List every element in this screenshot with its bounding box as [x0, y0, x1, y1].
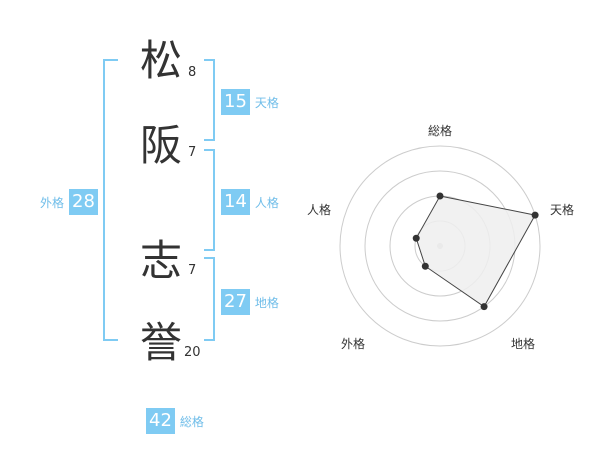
gaikaku-badge: 外格 28	[40, 189, 98, 215]
chikaku-bracket	[204, 257, 215, 341]
gaikaku-value: 28	[69, 189, 98, 215]
soukaku-label: 総格	[179, 414, 204, 429]
soukaku-value: 42	[146, 408, 175, 434]
radar-label-chikaku: 地格	[511, 337, 536, 351]
gaikaku-bracket	[103, 59, 118, 341]
radar-label-soukaku: 総格	[428, 124, 453, 138]
radar-label-jinkaku: 人格	[307, 203, 332, 217]
radar-score-polygon	[415, 195, 536, 308]
radar-point-5	[412, 234, 420, 242]
tenkaku-bracket	[204, 59, 215, 141]
jinkaku-bracket	[204, 149, 215, 251]
radar-point-2	[531, 211, 539, 219]
soukaku-badge: 42 総格	[146, 408, 204, 434]
jinkaku-badge: 14 人格	[221, 189, 279, 215]
radar-grid-ring	[339, 145, 541, 347]
tenkaku-label: 天格	[254, 95, 279, 110]
chikaku-label: 地格	[254, 295, 279, 310]
name-char-4-strokes: 20	[184, 345, 201, 360]
name-char-1-strokes: 8	[188, 65, 197, 80]
radar-point-3	[480, 303, 488, 311]
gaikaku-label: 外格	[40, 195, 65, 210]
chikaku-value: 27	[221, 289, 250, 315]
radar-label-gaikaku: 外格	[341, 337, 366, 351]
name-char-1: 松	[140, 36, 183, 85]
jinkaku-value: 14	[221, 189, 250, 215]
name-char-4: 誉	[140, 318, 183, 367]
name-char-3: 志	[140, 236, 183, 285]
jinkaku-label: 人格	[254, 195, 279, 210]
tenkaku-badge: 15 天格	[221, 89, 279, 115]
tenkaku-value: 15	[221, 89, 250, 115]
radar-point-1	[436, 192, 444, 200]
chikaku-badge: 27 地格	[221, 289, 279, 315]
name-char-2: 阪	[140, 121, 183, 170]
radar-point-4	[421, 262, 429, 270]
name-char-3-strokes: 7	[188, 263, 197, 278]
radar-label-tenkaku: 天格	[550, 203, 575, 217]
name-char-2-strokes: 7	[188, 145, 197, 160]
